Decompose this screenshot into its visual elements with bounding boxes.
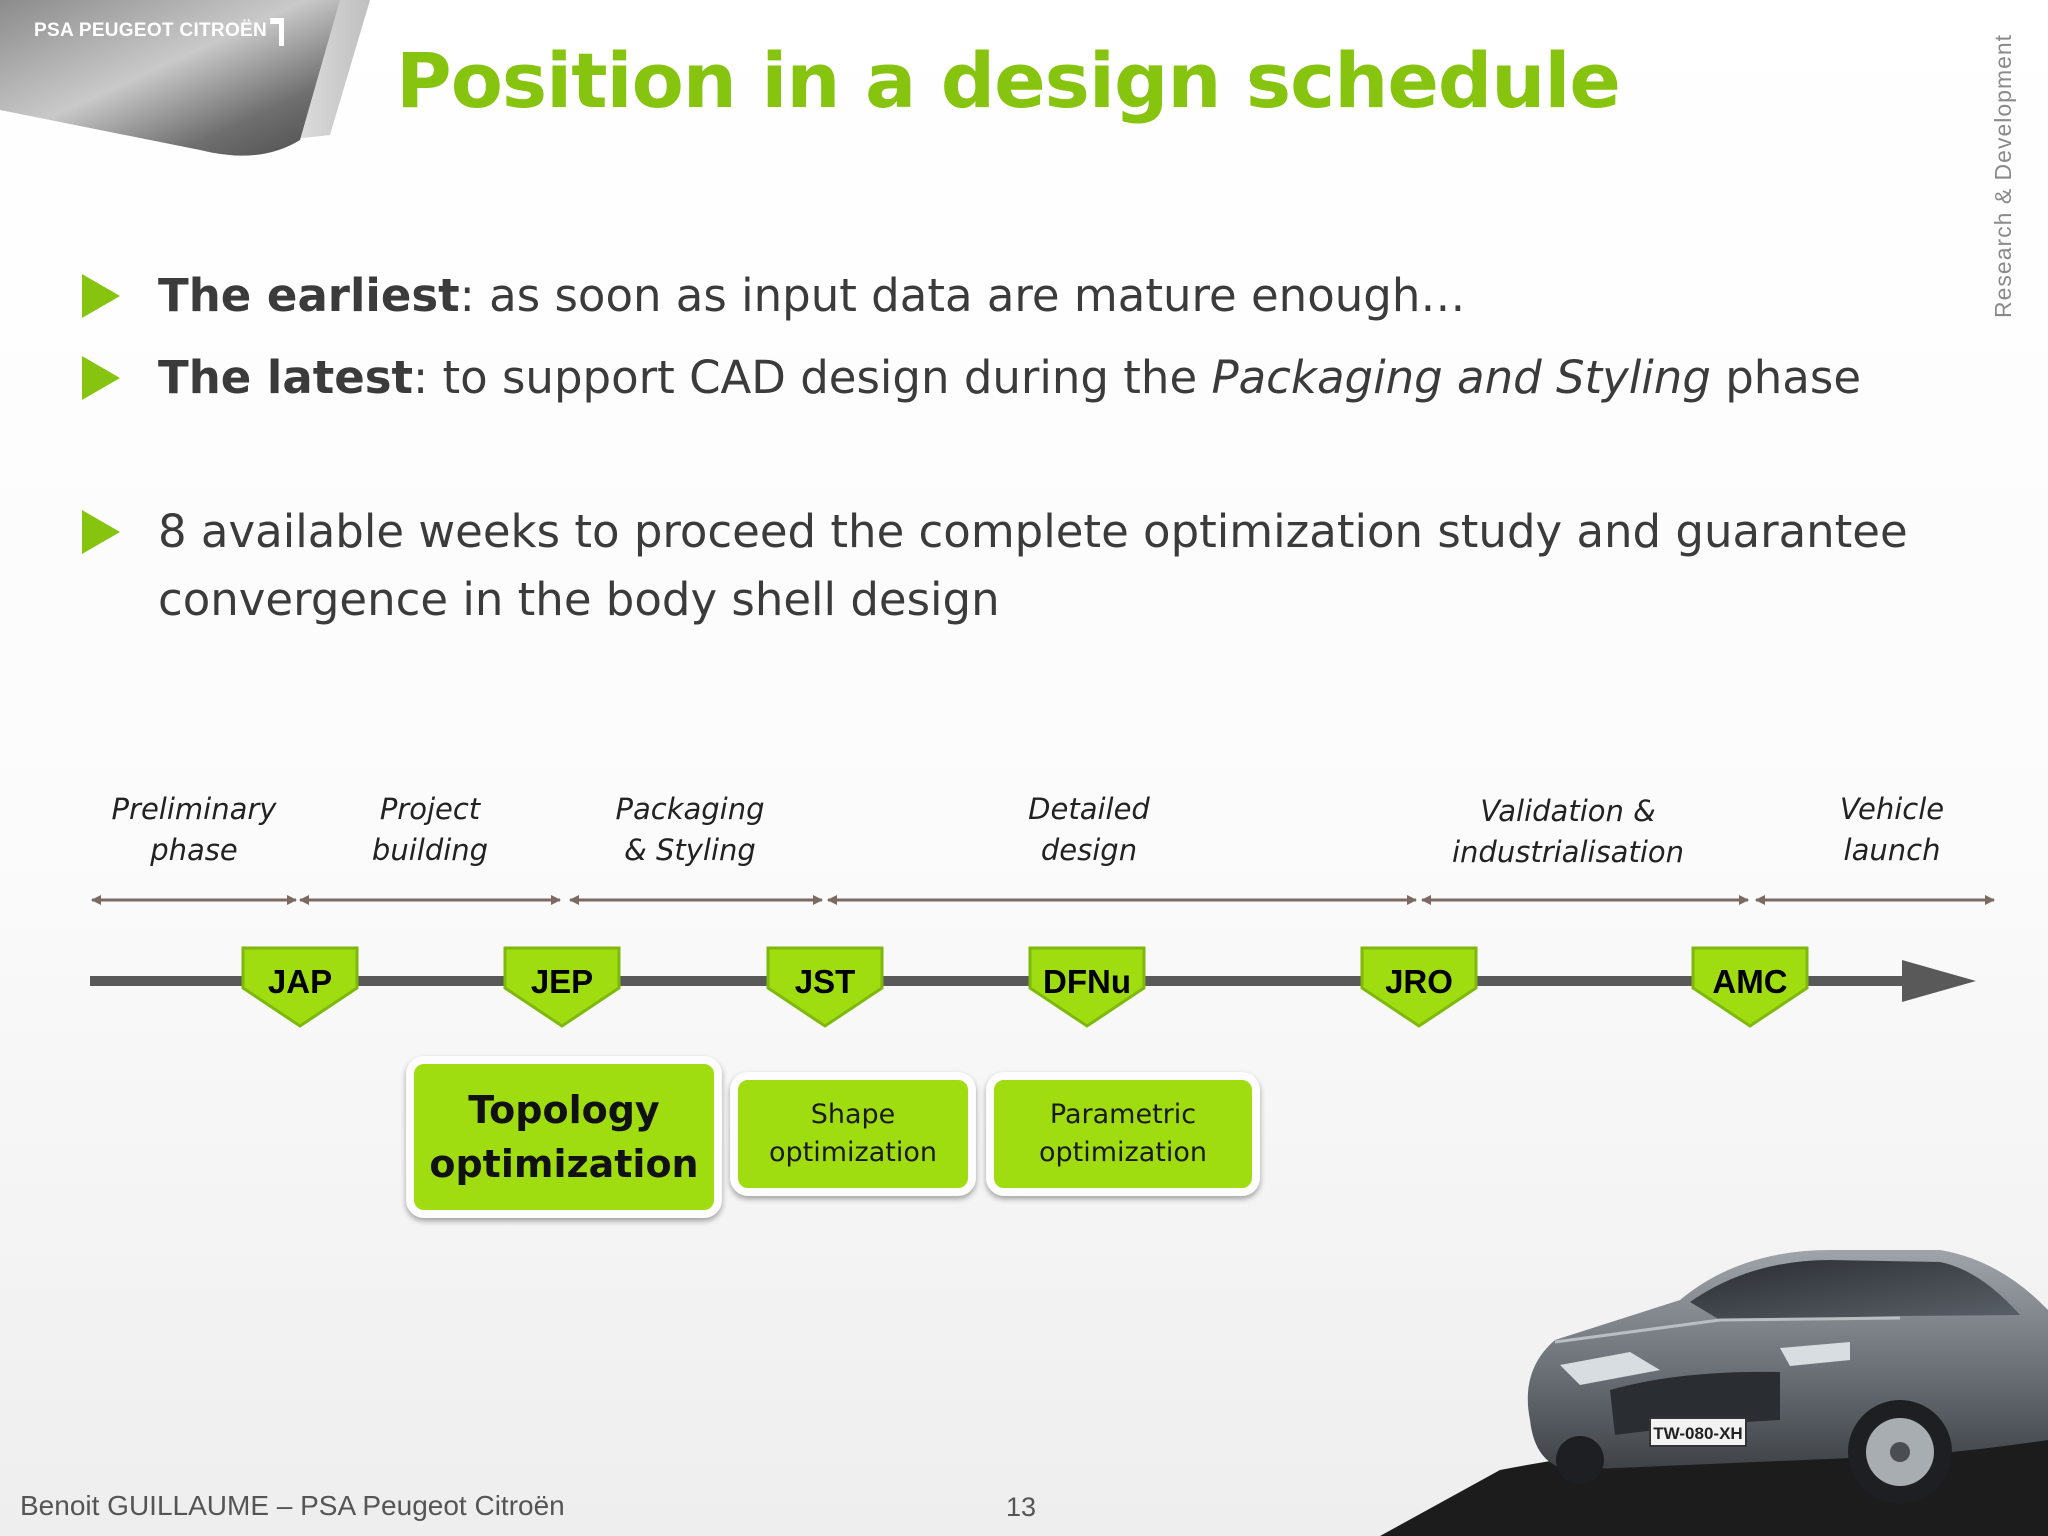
phase-label-validation: Validation & industrialisation	[1428, 791, 1708, 873]
car-image: TW-080-XH	[1380, 1250, 2048, 1536]
timeline-axis-arrowhead	[1902, 960, 1976, 1002]
bullet-latest-bold: The latest	[158, 351, 414, 404]
page-title: Position in a design schedule	[396, 36, 1621, 125]
timeline-graphic: JAP JEP JST DFNu JRO AMC	[90, 895, 1995, 1028]
bullet-arrow-icon	[82, 274, 120, 318]
footer-author: Benoit GUILLAUME – PSA Peugeot Citroën	[20, 1490, 565, 1521]
milestone-label-jro: JRO	[1385, 963, 1453, 1000]
milestone-jep	[503, 946, 621, 1028]
bullet-latest-text-after: phase	[1710, 351, 1862, 404]
license-plate-text: TW-080-XH	[1653, 1424, 1742, 1443]
phase-label-line: Packaging	[615, 792, 765, 826]
timeline-axis	[90, 976, 1910, 986]
milestone-jro	[1360, 946, 1478, 1028]
bullet-arrow-icon	[82, 356, 120, 400]
phase-label-line: Preliminary	[111, 792, 277, 826]
parametric-optimization-label: Parametric optimization	[1039, 1099, 1207, 1168]
milestone-jst	[766, 946, 884, 1028]
milestone-amc	[1691, 946, 1809, 1028]
phase-label-detailed: Detailed design	[989, 789, 1189, 871]
bullet-earliest: The earliest: as soon as input data are …	[158, 262, 1465, 330]
bullet-arrow-icon	[82, 510, 120, 554]
milestone-dfnu	[1028, 946, 1146, 1028]
bullet-latest-italic: Packaging and Styling	[1211, 351, 1711, 404]
shape-optimization-box: Shape optimization	[730, 1072, 976, 1196]
logo-plate	[0, 0, 370, 156]
bullet-weeks: 8 available weeks to proceed the complet…	[158, 498, 1908, 634]
parametric-optimization-box: Parametric optimization	[986, 1072, 1260, 1196]
topology-optimization-box: Topology optimization	[406, 1056, 722, 1218]
topology-optimization-label: Topology optimization	[429, 1088, 699, 1186]
phase-label-line: Vehicle	[1839, 792, 1945, 826]
brand-logo: PSA PEUGEOT CITROËN	[34, 20, 268, 41]
phase-label-project: Project building	[330, 789, 530, 871]
phase-label-line: building	[371, 833, 489, 867]
phase-label-line: Project	[379, 792, 481, 826]
phase-label-launch: Vehicle launch	[1792, 789, 1992, 871]
page-number: 13	[1006, 1492, 1037, 1522]
milestone-label-amc: AMC	[1712, 963, 1787, 1000]
phase-label-line: Validation &	[1480, 794, 1656, 828]
bullet-weeks-line2: convergence in the body shell design	[158, 573, 1000, 626]
phase-label-line: launch	[1843, 833, 1941, 867]
bullet-latest: The latest: to support CAD design during…	[158, 344, 1861, 412]
phase-label-line: design	[1040, 833, 1138, 867]
phase-label-packaging: Packaging & Styling	[590, 789, 790, 871]
bullet-weeks-line1: 8 available weeks to proceed the complet…	[158, 505, 1908, 558]
brand-flag-icon	[270, 18, 284, 46]
phase-label-line: industrialisation	[1452, 835, 1684, 869]
bullet-earliest-bold: The earliest	[158, 269, 460, 322]
phase-label-line: & Styling	[624, 833, 756, 867]
milestone-label-jst: JST	[795, 963, 856, 1000]
milestone-label-jap: JAP	[268, 963, 332, 1000]
phase-label-preliminary: Preliminary phase	[94, 789, 294, 871]
phase-label-line: Detailed	[1028, 792, 1150, 826]
bullet-latest-text: : to support CAD design during the	[413, 351, 1212, 404]
milestone-label-dfnu: DFNu	[1043, 963, 1131, 1000]
phase-label-line: phase	[150, 833, 238, 867]
milestone-label-jep: JEP	[531, 963, 593, 1000]
bullet-earliest-text: : as soon as input data are mature enoug…	[459, 269, 1466, 322]
shape-optimization-label: Shape optimization	[769, 1099, 937, 1168]
department-label: Research & Development	[1990, 33, 2016, 318]
milestone-jap	[241, 946, 359, 1028]
